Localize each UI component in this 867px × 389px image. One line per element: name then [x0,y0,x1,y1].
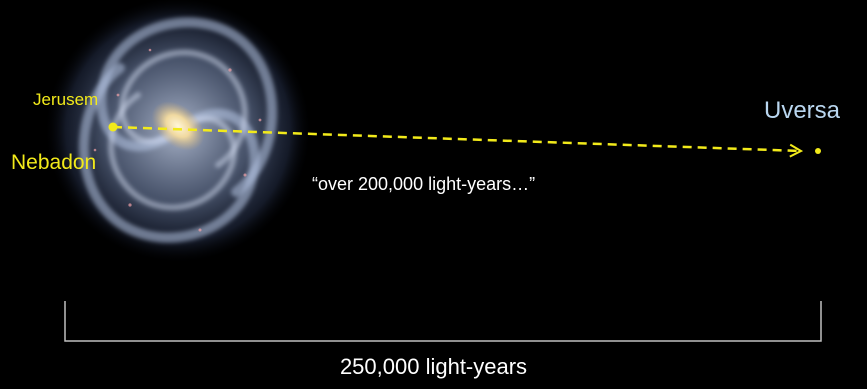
distance-arrow [112,125,801,151]
scale-bracket [64,301,822,342]
galaxy-image [46,0,310,262]
scale-label: 250,000 light-years [339,354,528,379]
uversa-label: Uversa [764,97,841,124]
uversa-dot [815,148,821,154]
nebadon-label: Nebadon [11,151,97,174]
jerusem-dot [108,122,118,132]
distance-quote: “over 200,000 light-years…” [312,174,536,194]
jerusem-label: Jerusem [33,90,99,109]
